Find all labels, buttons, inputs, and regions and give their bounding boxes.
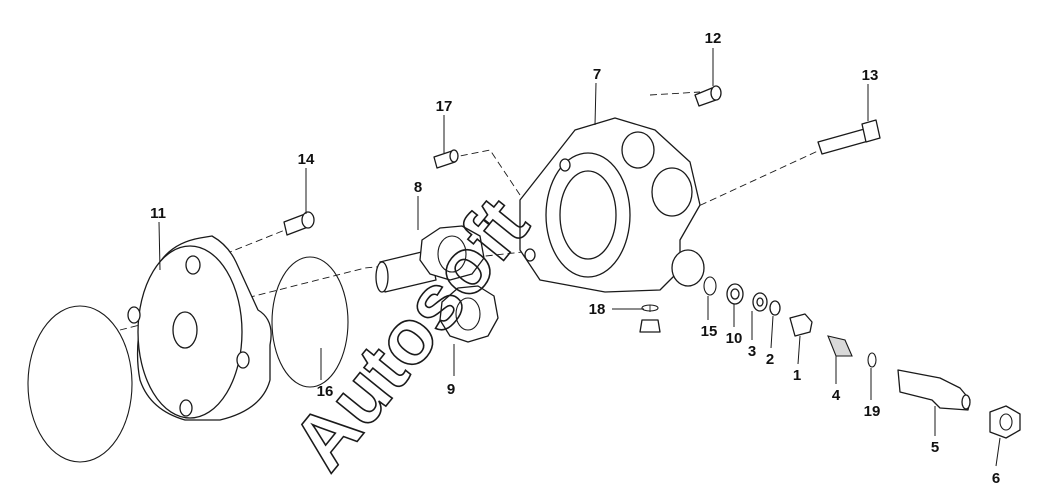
part-19-o-ring	[867, 352, 877, 368]
part-6-nut	[989, 405, 1021, 439]
callout-17: 17	[436, 98, 453, 115]
leader-7	[594, 82, 597, 126]
leader-2	[770, 315, 774, 349]
axis-line-pin-17	[449, 149, 521, 196]
leader-11	[158, 221, 161, 271]
callout-3: 3	[748, 343, 756, 360]
part-11-cover	[127, 235, 272, 421]
part-1-plunger	[789, 313, 813, 337]
callout-4: 4	[832, 387, 841, 404]
leader-1	[797, 335, 801, 365]
part-17-pin	[433, 149, 459, 169]
callout-6: 6	[992, 470, 1000, 487]
leader-lines	[158, 48, 1001, 467]
axis-line-bolt-12	[649, 91, 701, 96]
part-8-drive-gear	[375, 225, 485, 293]
part-13-bolt	[817, 119, 881, 155]
part-10-washer	[726, 283, 744, 305]
part-2-washer	[769, 300, 781, 316]
part-14-screw	[283, 211, 315, 236]
callout-8: 8	[414, 179, 422, 196]
callout-14: 14	[298, 151, 315, 168]
part-5-fitting	[897, 369, 971, 411]
callout-1: 1	[793, 367, 801, 384]
callout-19: 19	[864, 403, 881, 420]
callout-16: 16	[317, 383, 334, 400]
part-4-spring	[827, 335, 853, 357]
part-7-pump-body	[519, 117, 705, 293]
callout-15: 15	[701, 323, 718, 340]
axis-line-bolt-13	[689, 149, 821, 211]
callout-5: 5	[931, 439, 939, 456]
part-12-bolt	[694, 85, 722, 107]
watermark-text: Autosoft	[275, 181, 545, 486]
callout-12: 12	[705, 30, 722, 47]
part-3-washer	[752, 292, 768, 312]
callout-2: 2	[766, 351, 774, 368]
callout-labels: 11 14 17 8 9 7 12 13 18 15 10 3 2 1 4 19…	[150, 30, 1000, 487]
part-18-plug	[639, 304, 661, 333]
part-ring-seal	[27, 305, 133, 463]
callout-9: 9	[447, 381, 455, 398]
callout-11: 11	[150, 205, 166, 222]
watermark: Autosoft	[274, 180, 546, 486]
callout-13: 13	[862, 67, 879, 84]
callout-10: 10	[726, 330, 743, 347]
leader-6	[995, 437, 1001, 467]
part-16-gasket	[271, 256, 349, 388]
callout-7: 7	[593, 66, 601, 83]
part-9-driven-gear	[439, 285, 499, 343]
part-15-washer	[703, 276, 717, 296]
callout-18: 18	[589, 301, 606, 318]
